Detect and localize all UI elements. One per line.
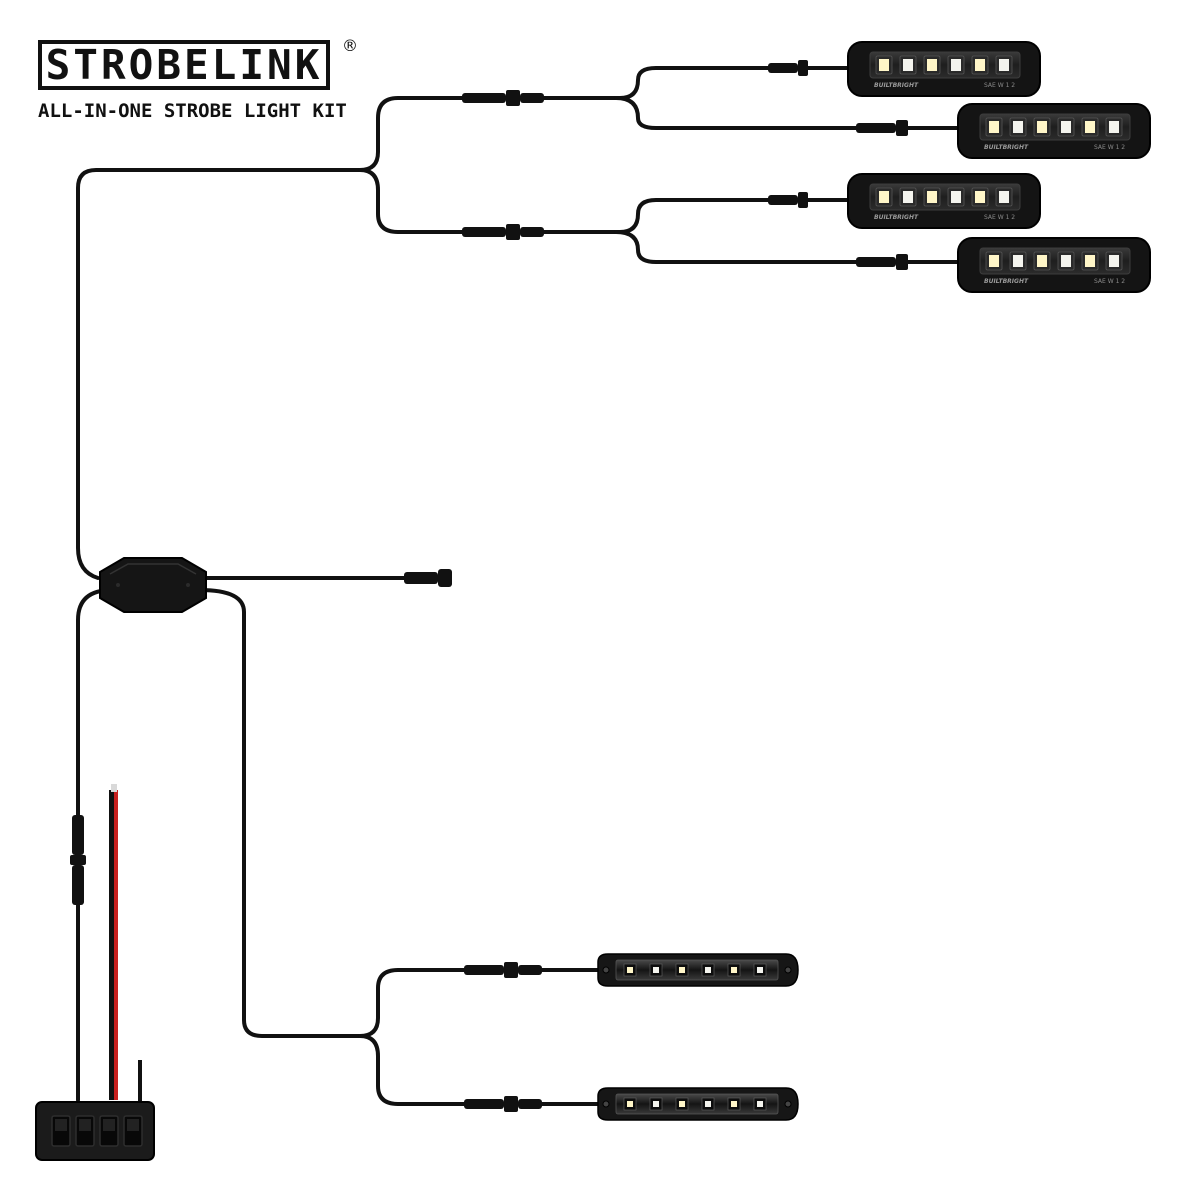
led-chip xyxy=(731,1101,737,1107)
connector-top-b xyxy=(462,224,544,240)
brand-logo-box: STROBELINK xyxy=(38,40,330,90)
light-maker-mark: BUILTBRIGHT xyxy=(874,214,919,221)
led-chip xyxy=(999,191,1009,203)
rocker-switch-4[interactable] xyxy=(123,1115,143,1147)
led-chip xyxy=(903,59,913,71)
led-chip xyxy=(705,967,711,973)
led-chip xyxy=(1061,255,1071,267)
led-chip xyxy=(705,1101,711,1107)
surface-light-3: BUILTBRIGHT SAE W 1 2 xyxy=(847,173,1041,229)
connector-light-2 xyxy=(856,120,908,136)
surface-light-1: BUILTBRIGHT SAE W 1 2 xyxy=(847,41,1041,97)
inline-connector-switch xyxy=(70,815,86,905)
led-chip xyxy=(879,59,889,71)
led-chip xyxy=(903,191,913,203)
light-maker-mark: BUILTBRIGHT xyxy=(984,144,1029,151)
cable-top-1 xyxy=(76,66,852,580)
led-chip xyxy=(679,1101,685,1107)
led-chip xyxy=(1109,121,1119,133)
surface-light-2: BUILTBRIGHT SAE W 1 2 xyxy=(957,103,1151,159)
cable-top-2 xyxy=(614,96,962,130)
led-chip xyxy=(757,967,763,973)
brand-name: STROBELINK xyxy=(45,40,323,89)
connector-light-4 xyxy=(856,254,908,270)
led-chip xyxy=(975,191,985,203)
led-chip xyxy=(927,59,937,71)
light-maker-mark: BUILTBRIGHT xyxy=(874,82,919,89)
led-chip xyxy=(653,1101,659,1107)
surface-light-4: BUILTBRIGHT SAE W 1 2 xyxy=(957,237,1151,293)
rocker-switch-3[interactable] xyxy=(99,1115,119,1147)
connector-bar-1 xyxy=(464,962,542,978)
connector-light-3 xyxy=(768,192,808,208)
rocker-switch-1[interactable] xyxy=(51,1115,71,1147)
led-chip xyxy=(1037,121,1047,133)
led-chip xyxy=(989,255,999,267)
led-chip xyxy=(653,967,659,973)
bar-light-2 xyxy=(597,1087,799,1121)
led-chip xyxy=(999,59,1009,71)
mount-hole xyxy=(784,1100,792,1108)
led-chip xyxy=(1013,255,1023,267)
cable-bar-1 xyxy=(198,588,606,1038)
wire-tip xyxy=(111,784,117,792)
led-chip xyxy=(1061,121,1071,133)
led-chip xyxy=(679,967,685,973)
connector-top-a xyxy=(462,90,544,106)
cable-switch-right xyxy=(138,1060,142,1102)
product-tagline: ALL-IN-ONE STROBE LIGHT KIT xyxy=(38,100,347,122)
connector-light-1 xyxy=(768,60,808,76)
connector-aux-output xyxy=(404,569,452,587)
led-chip xyxy=(951,191,961,203)
black-power-wire xyxy=(109,790,114,1100)
control-module xyxy=(99,557,207,613)
light-cert-mark: SAE W 1 2 xyxy=(1094,278,1125,285)
mount-hole xyxy=(602,1100,610,1108)
switch-panel[interactable] xyxy=(35,1101,155,1161)
led-chip xyxy=(975,59,985,71)
led-chip xyxy=(879,191,889,203)
red-power-wire xyxy=(114,790,118,1100)
led-chip xyxy=(1085,121,1095,133)
surface-lights: BUILTBRIGHT SAE W 1 2 BUILTBRIGHT SAE W 1 2… xyxy=(847,41,1151,293)
light-cert-mark: SAE W 1 2 xyxy=(984,214,1015,221)
led-chip xyxy=(989,121,999,133)
cable-harness xyxy=(75,66,962,1106)
connector-bar-2 xyxy=(464,1096,542,1112)
light-maker-mark: BUILTBRIGHT xyxy=(984,278,1029,285)
light-cert-mark: SAE W 1 2 xyxy=(1094,144,1125,151)
mount-hole xyxy=(784,966,792,974)
led-chip xyxy=(1085,255,1095,267)
registered-mark: ® xyxy=(342,36,358,55)
light-cert-mark: SAE W 1 2 xyxy=(984,82,1015,89)
bar-lights xyxy=(597,953,799,1121)
rocker-switch-2[interactable] xyxy=(75,1115,95,1147)
led-chip xyxy=(1109,255,1119,267)
led-chip xyxy=(731,967,737,973)
bar-light-1 xyxy=(597,953,799,987)
connectors xyxy=(404,60,908,1112)
led-chip xyxy=(1037,255,1047,267)
cable-top-4 xyxy=(614,230,962,264)
mount-hole xyxy=(602,966,610,974)
led-chip xyxy=(627,1101,633,1107)
led-chip xyxy=(1013,121,1023,133)
led-chip xyxy=(757,1101,763,1107)
led-chip xyxy=(627,967,633,973)
power-wires xyxy=(109,784,142,1102)
cable-bar-2 xyxy=(358,1034,606,1106)
led-chip xyxy=(927,191,937,203)
led-chip xyxy=(951,59,961,71)
